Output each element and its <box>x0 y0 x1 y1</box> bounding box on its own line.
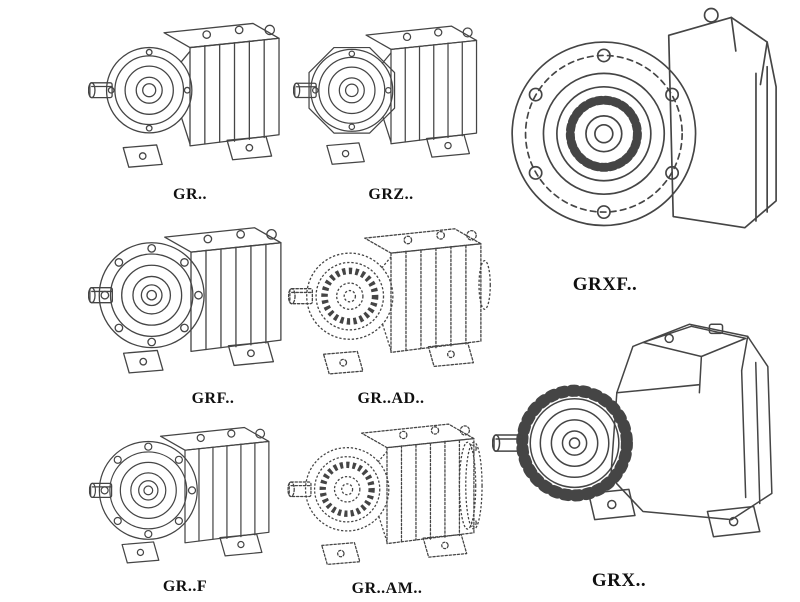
figure-gr-f-label: GR..F <box>162 578 208 595</box>
figure-grz-label: GRZ.. <box>368 186 414 203</box>
figure-gr: GR.. <box>88 2 292 208</box>
figure-grxf-label: GRXF.. <box>572 274 638 295</box>
figure-grf-label: GRF.. <box>191 390 235 407</box>
figure-gr-label: GR.. <box>173 186 207 203</box>
gearbox-flange-foot-drawing <box>88 208 294 388</box>
figure-gr-ad: GR..AD.. <box>288 210 494 412</box>
figure-grxf: GRXF.. <box>492 0 794 300</box>
figure-grz: GRZ.. <box>293 2 489 208</box>
figure-gr-am: GR..AM.. <box>284 406 490 602</box>
figure-gr-ad-label: GR..AD.. <box>357 390 425 407</box>
gearbox-foot-mounted-drawing <box>88 2 292 184</box>
gearbox-flange-front-drawing <box>492 0 794 272</box>
gearbox-input-adapter-drawing <box>288 210 494 388</box>
gearbox-large-foot-drawing <box>492 296 794 568</box>
figure-gr-am-label: GR..AM.. <box>351 580 423 597</box>
figure-grf: GRF.. <box>88 208 294 412</box>
figure-gr-f: GR..F <box>84 410 286 600</box>
gearbox-flange-foot-drawing-2 <box>84 410 286 576</box>
gearbox-foot-octagon-drawing <box>293 2 489 184</box>
gearbox-adapter-flange-drawing <box>284 406 490 578</box>
figure-grx: GRX.. <box>492 296 794 596</box>
figure-grx-label: GRX.. <box>591 570 647 591</box>
